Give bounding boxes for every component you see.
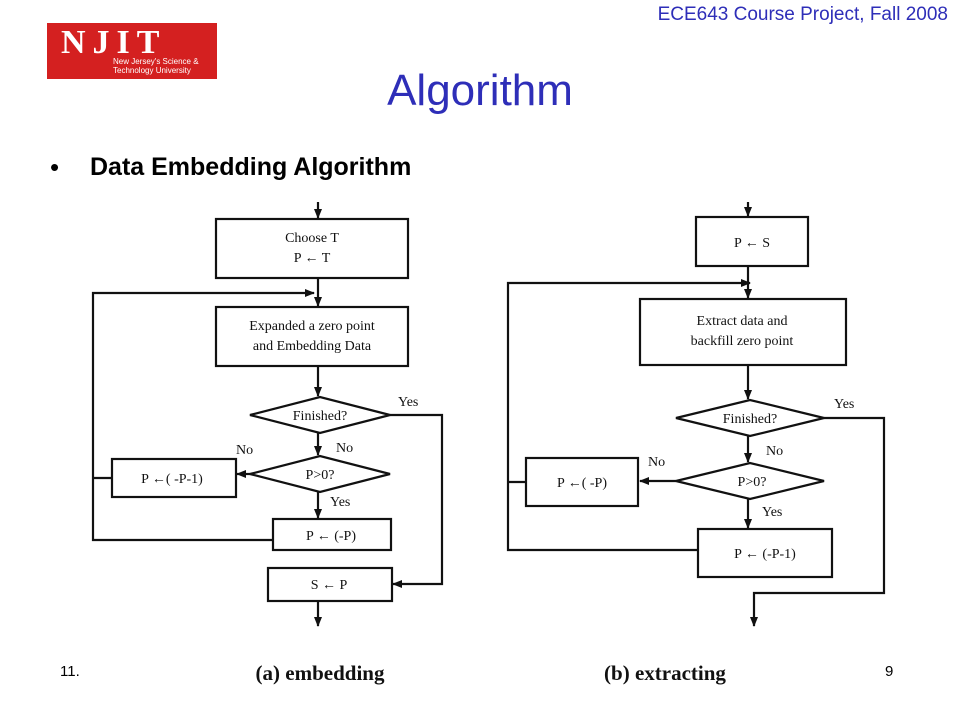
ext-start-label: P ← S bbox=[734, 236, 770, 251]
embedding-labels: Choose T P ← T Expanded a zero point and… bbox=[141, 231, 418, 685]
footer-date: 11. bbox=[60, 663, 80, 680]
emb-expand-line1: Expanded a zero point bbox=[249, 319, 375, 334]
ext-start-box bbox=[694, 215, 810, 268]
bullet-marker: • bbox=[50, 152, 60, 182]
emb-assign-left-label: P ←( -P-1) bbox=[141, 472, 203, 487]
emb-yes-p: Yes bbox=[330, 495, 350, 510]
emb-yes-path bbox=[390, 413, 444, 588]
emb-choose-box bbox=[214, 217, 410, 280]
emb-choose-line2: P ← T bbox=[294, 251, 331, 266]
footer-page-number: 9 bbox=[885, 663, 894, 680]
emb-no-finished: No bbox=[336, 441, 353, 456]
extracting-labels: P ← S Extract data and backfill zero poi… bbox=[557, 236, 854, 685]
emb-finished-label: Finished? bbox=[293, 409, 347, 424]
emb-p-diamond bbox=[249, 454, 391, 494]
ext-no-left: No bbox=[648, 455, 665, 470]
ext-assign-left-box bbox=[524, 456, 640, 508]
njit-logo: NJIT New Jersey's Science & Technology U… bbox=[47, 23, 217, 79]
ext-assign-down-label: P ← (-P-1) bbox=[734, 547, 796, 562]
ext-yes-p: Yes bbox=[762, 505, 782, 520]
logo-tagline: New Jersey's Science & Technology Univer… bbox=[113, 57, 199, 75]
ext-extract-box bbox=[638, 297, 848, 367]
emb-yes-finished: Yes bbox=[398, 395, 418, 410]
ext-extract-line1: Extract data and bbox=[697, 314, 788, 329]
logo-tagline-line1: New Jersey's Science & bbox=[113, 57, 199, 66]
ext-yes-path bbox=[750, 416, 886, 627]
ext-finished-label: Finished? bbox=[723, 412, 777, 427]
ext-caption: (b) extracting bbox=[604, 661, 726, 685]
slide-title: Algorithm bbox=[387, 66, 573, 115]
extracting-flowchart bbox=[506, 202, 886, 627]
emb-expand-box bbox=[214, 305, 410, 368]
ext-assign-left-label: P ←( -P) bbox=[557, 476, 607, 491]
ext-loop-back bbox=[506, 279, 751, 552]
emb-loop-back bbox=[91, 289, 315, 542]
ext-p-diamond bbox=[675, 461, 825, 501]
emb-assign-down-label: P ← (-P) bbox=[306, 529, 356, 544]
embedding-flowchart bbox=[91, 202, 444, 627]
emb-no-left: No bbox=[236, 443, 253, 458]
emb-assign-down-box bbox=[271, 517, 393, 552]
emb-caption: (a) embedding bbox=[256, 661, 385, 685]
emb-choose-line1: Choose T bbox=[285, 231, 339, 246]
logo-wordmark: NJIT bbox=[61, 24, 167, 61]
course-label: ECE643 Course Project, Fall 2008 bbox=[657, 4, 948, 25]
emb-expand-line2: and Embedding Data bbox=[253, 339, 372, 354]
bullet-text: Data Embedding Algorithm bbox=[90, 153, 412, 181]
ext-no-finished: No bbox=[766, 444, 783, 459]
emb-assign-left-box bbox=[110, 457, 238, 499]
ext-assign-down-box bbox=[696, 527, 834, 579]
ext-extract-line2: backfill zero point bbox=[691, 334, 794, 349]
logo-tagline-line2: Technology University bbox=[113, 66, 191, 75]
emb-p-label: P>0? bbox=[306, 468, 335, 483]
emb-result-label: S ← P bbox=[311, 578, 348, 593]
emb-result-box bbox=[266, 566, 394, 603]
ext-p-label: P>0? bbox=[738, 475, 767, 490]
ext-yes-finished: Yes bbox=[834, 397, 854, 412]
